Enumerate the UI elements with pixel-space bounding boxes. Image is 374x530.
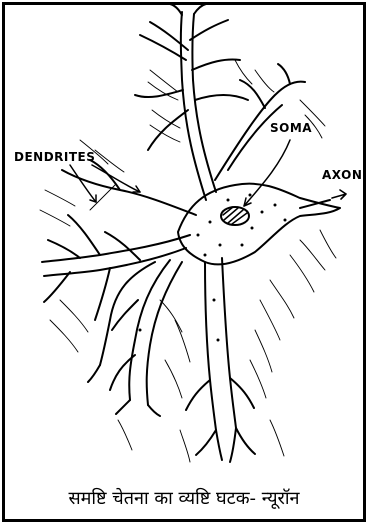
dendrites-pointer-1 xyxy=(92,165,140,192)
caption: समष्टि चेतना का व्यष्टि घटक- न्यूरॉन xyxy=(6,486,362,510)
dendrite-bottom-center xyxy=(205,262,216,430)
soma-label: SOMA xyxy=(270,121,312,135)
axon-label: AXON xyxy=(322,168,362,182)
dendrite-lower-left xyxy=(129,260,170,400)
dendrites-label: DENDRITES xyxy=(14,150,95,164)
soma-outline xyxy=(178,184,340,265)
axon-arrow xyxy=(332,190,346,199)
